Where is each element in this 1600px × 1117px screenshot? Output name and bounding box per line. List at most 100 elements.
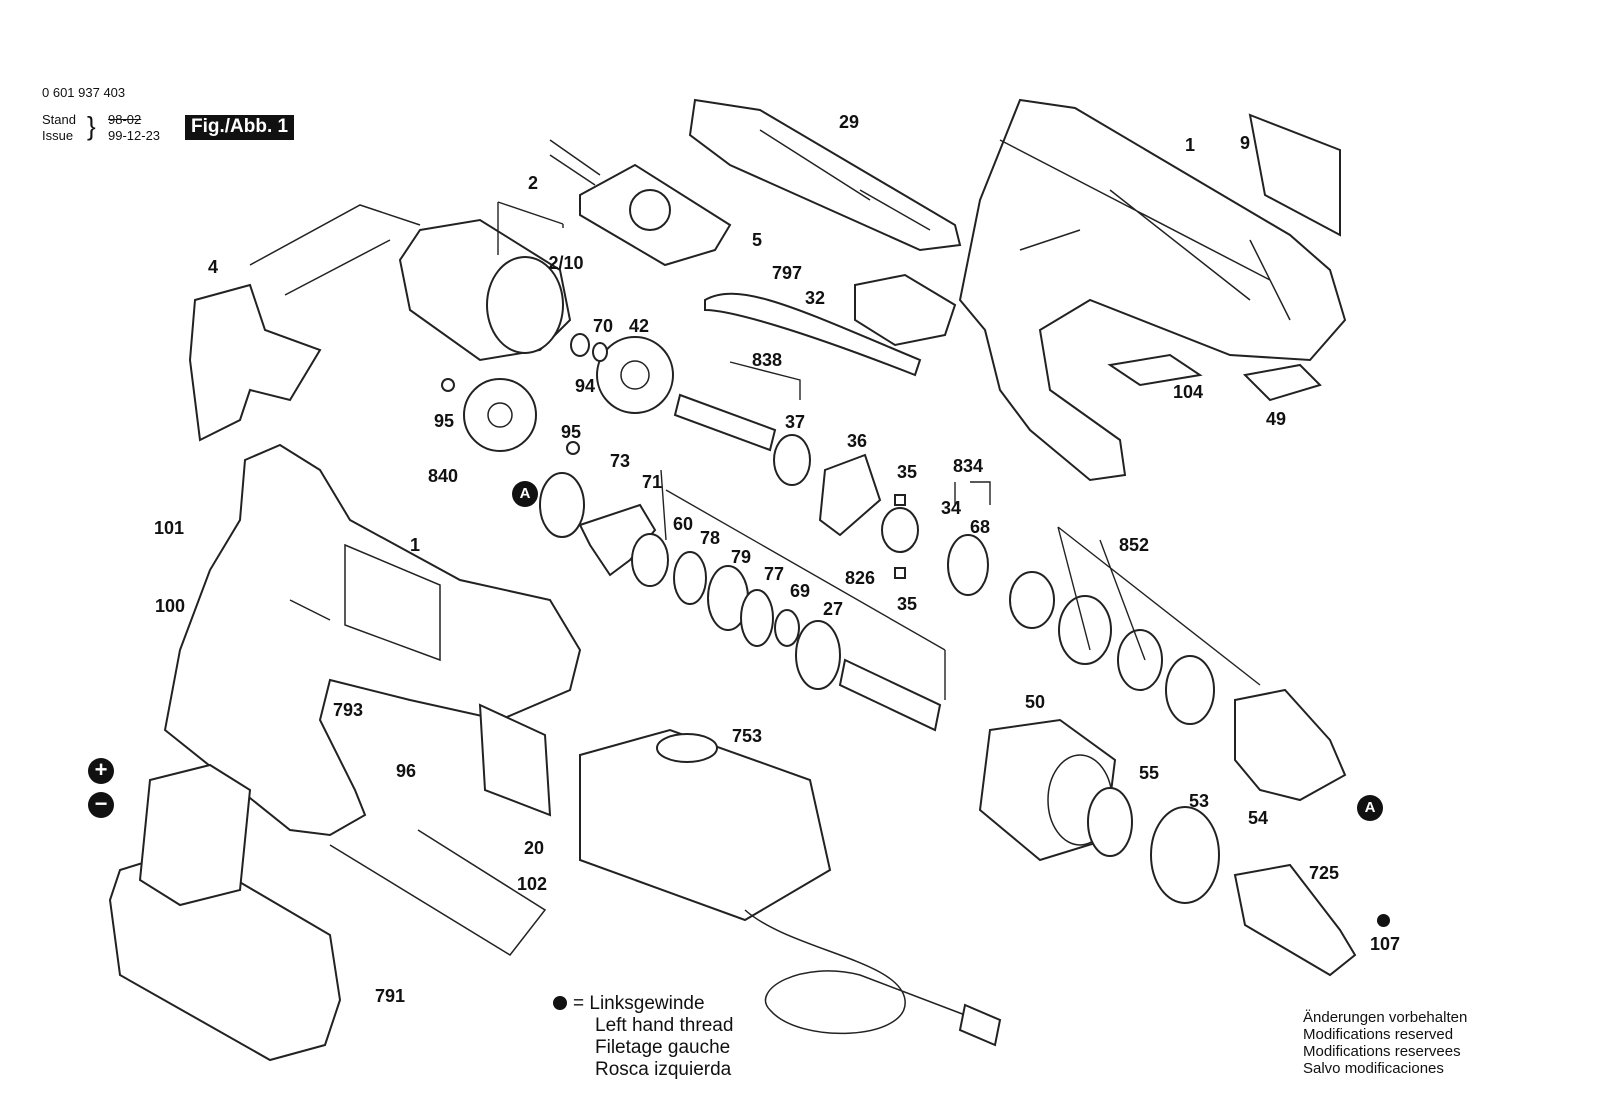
note-en: Modifications reserved <box>1303 1026 1454 1043</box>
selector-switch <box>854 273 957 347</box>
callout-840: 840 <box>427 466 459 486</box>
callout-838: 838 <box>751 350 783 370</box>
marker-a-left: A <box>512 481 538 507</box>
callout-852: 852 <box>1118 535 1150 555</box>
housing-half-right <box>958 98 1347 482</box>
callout-73: 73 <box>609 451 631 471</box>
legend-line-1: Linksgewinde <box>589 993 705 1014</box>
callout-94: 94 <box>574 376 596 396</box>
drill-chuck <box>1233 863 1357 977</box>
callout-793: 793 <box>332 700 364 720</box>
callout-791: 791 <box>374 986 406 1006</box>
callout-104: 104 <box>1172 382 1204 402</box>
note-de: Änderungen vorbehalten <box>1303 1009 1468 1026</box>
note-es: Salvo modificaciones <box>1303 1060 1444 1077</box>
legend-line-3: Filetage gauche <box>595 1037 731 1058</box>
thread-legend: = Linksgewinde Left hand thread Filetage… <box>553 993 733 1081</box>
plus-terminal-marker: + <box>88 758 114 784</box>
callout-95-right: 95 <box>560 422 582 442</box>
callout-1-left: 1 <box>409 535 421 555</box>
output-shaft <box>838 658 942 732</box>
callout-5: 5 <box>751 230 763 250</box>
legend-equals: = <box>573 993 585 1014</box>
spring-60 <box>631 533 669 587</box>
callout-49: 49 <box>1265 409 1287 429</box>
callout-68: 68 <box>969 517 991 537</box>
callout-79: 79 <box>730 547 752 567</box>
callout-35-top: 35 <box>896 462 918 482</box>
callout-53: 53 <box>1188 791 1210 811</box>
clip <box>1242 363 1322 402</box>
power-cord <box>744 909 966 1035</box>
callout-60: 60 <box>672 514 694 534</box>
callout-34: 34 <box>940 498 962 518</box>
clutch-71 <box>578 503 657 577</box>
legend-line-2: Left hand thread <box>595 1015 734 1036</box>
ring-a <box>539 472 585 538</box>
trigger-switch <box>188 283 322 442</box>
callout-96: 96 <box>395 761 417 781</box>
callout-37: 37 <box>784 412 806 432</box>
callout-78: 78 <box>699 528 721 548</box>
gear-42 <box>596 336 674 414</box>
bearing-36 <box>818 453 882 537</box>
callout-725: 725 <box>1308 863 1340 883</box>
callout-753: 753 <box>731 726 763 746</box>
marker-a-right: A <box>1357 795 1383 821</box>
legend-line-4: Rosca izquierda <box>595 1059 732 1080</box>
part-number: 0 601 937 403 <box>42 85 126 100</box>
stand-value: 98-02 <box>108 112 142 127</box>
callout-4: 4 <box>207 257 219 277</box>
callout-70: 70 <box>592 316 614 336</box>
callout-797: 797 <box>771 263 803 283</box>
label-plate <box>1248 113 1341 237</box>
issue-label: Issue <box>42 128 74 143</box>
charger <box>579 728 832 922</box>
note-fr: Modifications reservees <box>1303 1043 1461 1060</box>
legend-dot-icon <box>553 996 567 1010</box>
callout-32: 32 <box>804 288 826 308</box>
housing-half-left <box>163 443 582 837</box>
wire-102 <box>329 829 547 956</box>
callout-2: 2 <box>527 173 539 193</box>
stand-label: Stand <box>42 112 76 127</box>
callout-20: 20 <box>523 838 545 858</box>
spindle <box>673 393 777 452</box>
side-plate <box>478 703 552 817</box>
modification-notes: Änderungen vorbehalten Modifications res… <box>1303 1009 1467 1077</box>
brace: } <box>87 111 96 141</box>
callout-27: 27 <box>822 599 844 619</box>
callout-826: 826 <box>844 568 876 588</box>
callout-1-right: 1 <box>1184 135 1196 155</box>
callout-55: 55 <box>1138 763 1160 783</box>
contact-plate <box>1107 353 1203 387</box>
callout-95-left: 95 <box>433 411 455 431</box>
cover-strip <box>688 98 962 252</box>
callout-102: 102 <box>516 874 548 894</box>
callout-54: 54 <box>1247 808 1269 828</box>
issue-value: 99-12-23 <box>108 128 161 143</box>
callout-71: 71 <box>641 472 663 492</box>
callout-77: 77 <box>763 564 785 584</box>
left-hand-thread-dot <box>1377 914 1390 927</box>
minus-terminal-marker: − <box>88 792 114 818</box>
callout-35-bottom: 35 <box>896 594 918 614</box>
gear-840 <box>463 378 537 452</box>
gearbox-housing <box>1234 688 1347 802</box>
legend-row-1: = Linksgewinde <box>553 993 733 1015</box>
callout-100: 100 <box>154 596 186 616</box>
callout-2-10: 2/10 <box>548 253 584 273</box>
callout-107: 107 <box>1369 934 1401 954</box>
callout-69: 69 <box>789 581 811 601</box>
callout-50: 50 <box>1024 692 1046 712</box>
callout-101: 101 <box>153 518 185 538</box>
callout-834: 834 <box>952 456 984 476</box>
callout-9: 9 <box>1239 133 1251 153</box>
callout-29: 29 <box>838 112 860 132</box>
callout-36: 36 <box>846 431 868 451</box>
figure-tag: Fig./Abb. 1 <box>185 115 295 140</box>
strap <box>704 292 922 377</box>
callout-42: 42 <box>628 316 650 336</box>
